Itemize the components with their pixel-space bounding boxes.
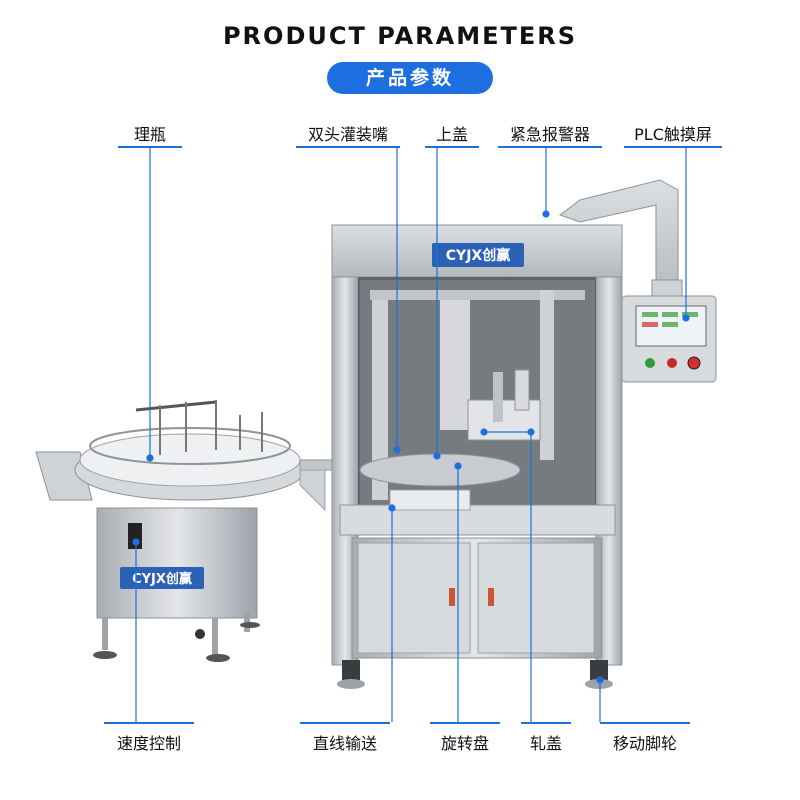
label-underline	[600, 722, 690, 724]
label-dual-filling-nozzle: 双头灌装嘴	[307, 125, 388, 144]
label-cap-loading: 上盖	[435, 125, 468, 144]
label-underline	[624, 146, 722, 148]
callout-lines	[132, 148, 690, 722]
label-underline	[430, 722, 500, 724]
main-machine: CYJX创赢	[331, 224, 623, 689]
label-plc-touchscreen: PLC触摸屏	[634, 125, 712, 144]
sorter-logo: CYJX创赢	[132, 571, 192, 587]
plc-arm	[558, 179, 717, 383]
label-rotary-table: 旋转盘	[440, 734, 489, 753]
section-badge: 产品参数	[327, 62, 493, 94]
label-mobile-casters: 移动脚轮	[612, 734, 677, 753]
label-underline	[104, 722, 194, 724]
label-underline	[498, 146, 602, 148]
label-underline	[425, 146, 479, 148]
machine-logo: CYJX创赢	[446, 247, 510, 264]
label-emergency-alarm: 紧急报警器	[509, 125, 590, 144]
page-title: PRODUCT PARAMETERS	[222, 22, 578, 50]
label-underline	[521, 722, 571, 724]
label-linear-conveyor: 直线输送	[312, 734, 377, 753]
label-speed-control: 速度控制	[116, 734, 181, 753]
label-underline	[300, 722, 390, 724]
label-underline	[296, 146, 400, 148]
label-cap-crimping: 轧盖	[529, 734, 562, 753]
bottle-sorter-unit: CYJX创赢	[35, 400, 306, 662]
label-underline	[118, 146, 182, 148]
label-bottle-sorter: 理瓶	[133, 125, 166, 144]
